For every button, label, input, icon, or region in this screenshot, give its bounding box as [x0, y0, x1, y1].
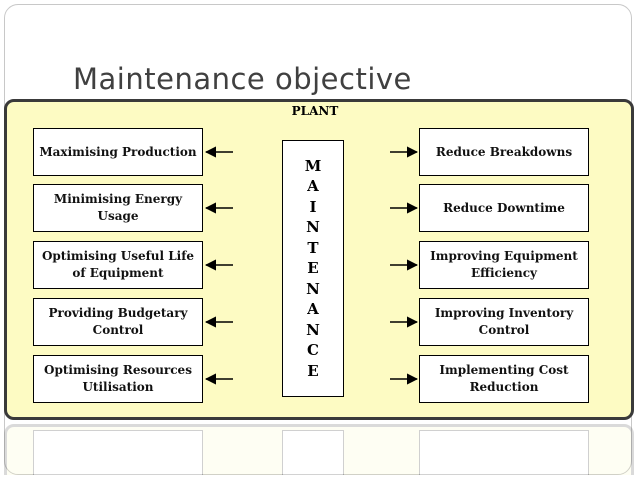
- objective-box-right-2: Reduce Downtime: [419, 184, 589, 232]
- objective-box-left-4: Providing Budgetary Control: [33, 298, 203, 346]
- maintenance-letter: T: [307, 238, 319, 257]
- objective-box-right-4: Improving Inventory Control: [419, 298, 589, 346]
- maintenance-letter: N: [306, 218, 320, 237]
- objective-box-left-3: Optimising Useful Life of Equipment: [33, 241, 203, 289]
- maintenance-letter: M: [304, 156, 322, 175]
- maintenance-letter: I: [309, 197, 317, 216]
- maintenance-letter: C: [307, 341, 319, 360]
- objective-box-right-5: Implementing Cost Reduction: [419, 355, 589, 403]
- objective-box-left-2: Minimising Energy Usage: [33, 184, 203, 232]
- objective-box-right-1: Reduce Breakdowns: [419, 128, 589, 176]
- objective-box-right-3: Improving Equipment Efficiency: [419, 241, 589, 289]
- objective-box-left-5: Optimising Resources Utilisation: [33, 355, 203, 403]
- maintenance-letter: N: [306, 320, 320, 339]
- maintenance-letter: E: [307, 361, 319, 380]
- maintenance-letter: A: [307, 177, 319, 196]
- maintenance-letter: E: [307, 259, 319, 278]
- maintenance-box: M A I N T E N A N C E: [282, 140, 344, 397]
- maintenance-letter: N: [306, 279, 320, 298]
- slide-title: Maintenance objective: [73, 62, 412, 96]
- objective-box-left-1: Maximising Production: [33, 128, 203, 176]
- maintenance-letter: A: [307, 300, 319, 319]
- plant-label: PLANT: [291, 104, 339, 118]
